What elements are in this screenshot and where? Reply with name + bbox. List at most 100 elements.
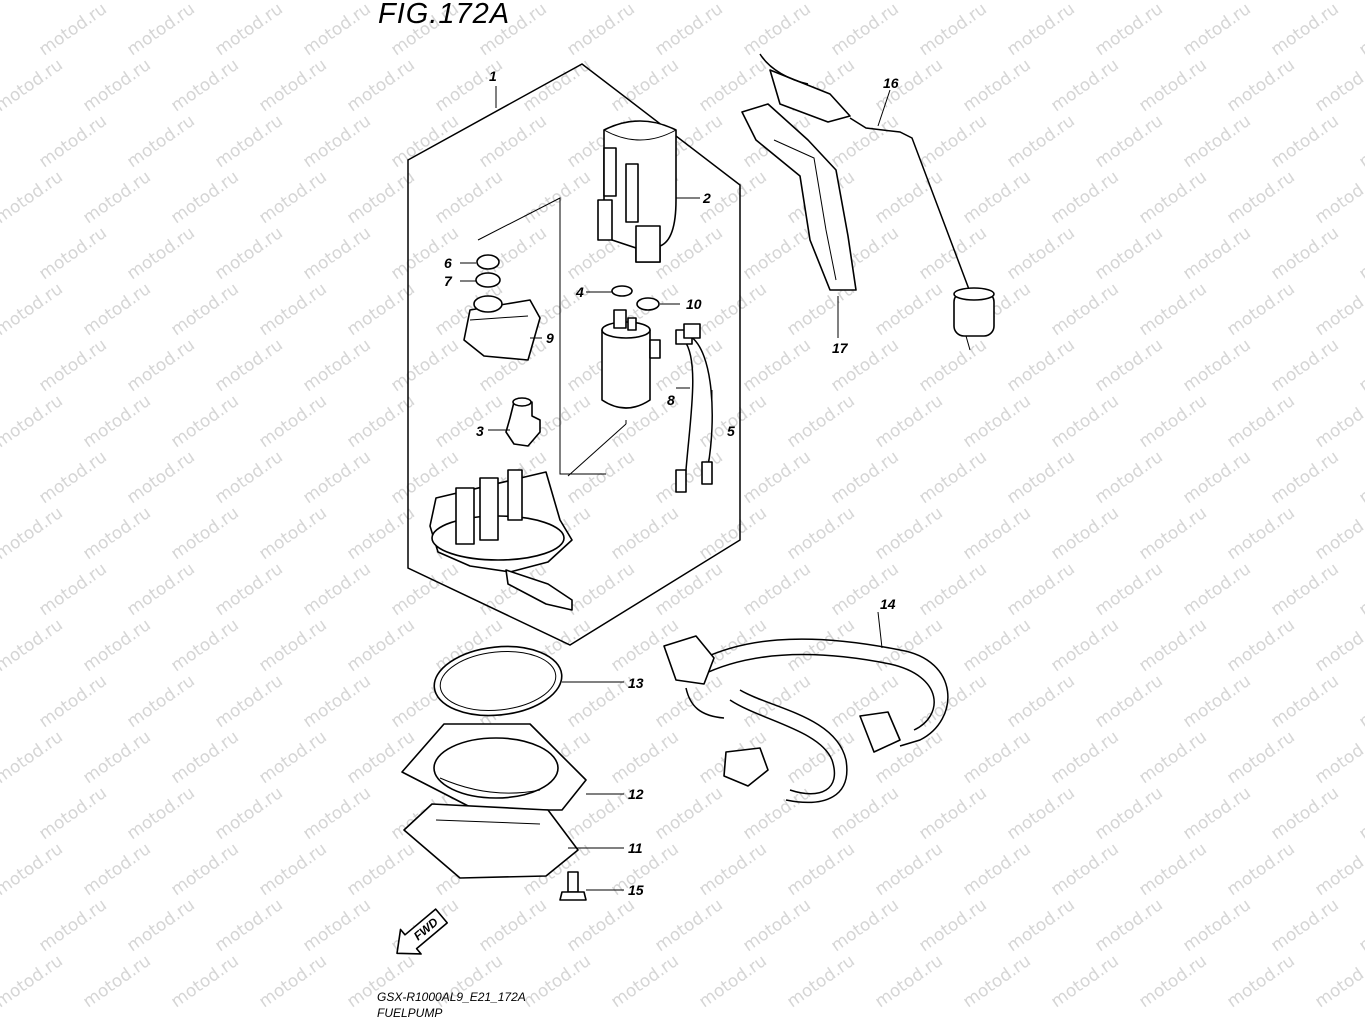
watermark-text: motod.ru — [959, 0, 1034, 4]
watermark-text: motod.ru — [871, 391, 946, 452]
watermark-text: motod.ru — [739, 895, 814, 956]
watermark-text: motod.ru — [739, 559, 814, 620]
watermark-text: motod.ru — [1179, 111, 1254, 172]
callout-17: 17 — [832, 340, 849, 356]
watermark-text: motod.ru — [1091, 559, 1166, 620]
watermark-text: motod.ru — [79, 0, 154, 4]
watermark-text: motod.ru — [475, 895, 550, 956]
watermark-text: motod.ru — [739, 783, 814, 844]
watermark-text: motod.ru — [827, 447, 902, 508]
watermark-text: motod.ru — [35, 447, 110, 508]
callout-4: 4 — [575, 284, 584, 300]
watermark-text: motod.ru — [1179, 335, 1254, 396]
watermark-text: motod.ru — [343, 55, 418, 116]
watermark-text: motod.ru — [123, 671, 198, 732]
callout-8: 8 — [667, 392, 675, 408]
watermark-text: motod.ru — [1047, 615, 1122, 676]
watermark-text: motod.ru — [79, 839, 154, 900]
watermark-text: motod.ru — [1267, 783, 1342, 844]
watermark-text: motod.ru — [0, 727, 67, 788]
watermark-text: motod.ru — [827, 111, 902, 172]
fuel-pump-motor — [601, 309, 661, 409]
fuel-filter — [597, 120, 677, 263]
watermark-text: motod.ru — [651, 895, 726, 956]
watermark-text: motod.ru — [651, 783, 726, 844]
watermark-text: motod.ru — [1267, 111, 1342, 172]
watermark-text: motod.ru — [915, 783, 990, 844]
watermark-text: motod.ru — [431, 391, 506, 452]
inset-line — [477, 197, 606, 475]
watermark-text: motod.ru — [827, 895, 902, 956]
watermark-text: motod.ru — [211, 447, 286, 508]
watermark-text: motod.ru — [695, 279, 770, 340]
watermark-text: motod.ru — [871, 279, 946, 340]
watermark-text: motod.ru — [1135, 0, 1210, 4]
watermark-text: motod.ru — [0, 615, 67, 676]
watermark-text: motod.ru — [1003, 671, 1078, 732]
fuel-hose-14 — [663, 635, 949, 804]
watermark-text: motod.ru — [255, 55, 330, 116]
watermark-text: motod.ru — [1355, 895, 1365, 956]
watermark-text: motod.ru — [167, 503, 242, 564]
watermark-text: motod.ru — [299, 783, 374, 844]
watermark-text: motod.ru — [211, 559, 286, 620]
watermark-text: motod.ru — [0, 503, 67, 564]
watermark-text: motod.ru — [0, 951, 67, 1012]
callout-16: 16 — [883, 75, 899, 91]
plate-11 — [403, 803, 579, 879]
watermark-text: motod.ru — [1223, 615, 1298, 676]
watermark-text: motod.ru — [959, 167, 1034, 228]
watermark-text: motod.ru — [387, 111, 462, 172]
watermark-text: motod.ru — [475, 111, 550, 172]
watermark-text: motod.ru — [1223, 0, 1298, 4]
watermark-text: motod.ru — [167, 0, 242, 4]
watermark-text: motod.ru — [607, 503, 682, 564]
watermark-text: motod.ru — [255, 391, 330, 452]
watermark-text: motod.ru — [123, 783, 198, 844]
watermark-text: motod.ru — [563, 447, 638, 508]
watermark-text: motod.ru — [1135, 951, 1210, 1012]
watermark-text: motod.ru — [299, 559, 374, 620]
gasket-13 — [433, 645, 563, 717]
watermark-text: motod.ru — [1223, 839, 1298, 900]
watermark-text: motod.ru — [695, 391, 770, 452]
watermark-text: motod.ru — [79, 615, 154, 676]
watermark-text: motod.ru — [299, 0, 374, 60]
watermark-text: motod.ru — [1047, 503, 1122, 564]
watermark-text: motod.ru — [1179, 0, 1254, 60]
bolt-15 — [559, 871, 587, 901]
fwd-arrow-icon — [396, 908, 449, 955]
callout-7: 7 — [444, 273, 453, 289]
watermark-text: motod.ru — [255, 0, 330, 4]
watermark-text: motod.ru — [1179, 783, 1254, 844]
callout-13: 13 — [628, 675, 644, 691]
watermark-text: motod.ru — [1091, 0, 1166, 60]
watermark-text: motod.ru — [1135, 167, 1210, 228]
watermark-text: motod.ru — [783, 951, 858, 1012]
flange-plate-12 — [401, 723, 587, 811]
watermark-text: motod.ru — [1267, 895, 1342, 956]
watermark-text: motod.ru — [1311, 839, 1365, 900]
watermark-text: motod.ru — [1179, 559, 1254, 620]
watermark-text: motod.ru — [1003, 447, 1078, 508]
watermark-text: motod.ru — [1003, 111, 1078, 172]
watermark-text: motod.ru — [739, 335, 814, 396]
watermark-text: motod.ru — [1135, 615, 1210, 676]
watermark-text: motod.ru — [1135, 503, 1210, 564]
watermark-text: motod.ru — [1311, 55, 1365, 116]
watermark-text: motod.ru — [959, 839, 1034, 900]
watermark-text: motod.ru — [299, 895, 374, 956]
watermark-text: motod.ru — [35, 111, 110, 172]
watermark-text: motod.ru — [563, 895, 638, 956]
watermark-text: motod.ru — [1179, 223, 1254, 284]
watermark-text: motod.ru — [783, 503, 858, 564]
watermark-text: motod.ru — [915, 0, 990, 60]
watermark-text: motod.ru — [739, 0, 814, 60]
watermark-text: motod.ru — [123, 223, 198, 284]
watermark-text: motod.ru — [1179, 447, 1254, 508]
watermark-text: motod.ru — [255, 839, 330, 900]
watermark-text: motod.ru — [0, 167, 67, 228]
watermark-text: motod.ru — [343, 615, 418, 676]
watermark-text: motod.ru — [1355, 671, 1365, 732]
